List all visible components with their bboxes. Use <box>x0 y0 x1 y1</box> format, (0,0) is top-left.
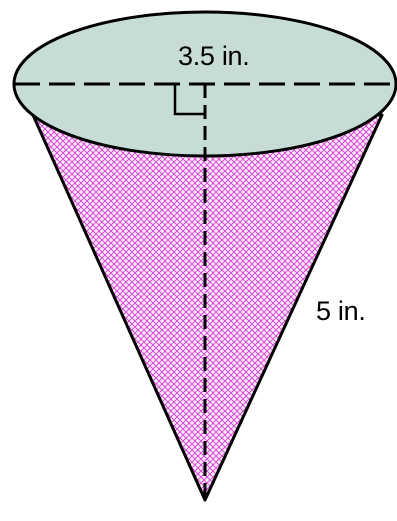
right-angle-marker <box>173 84 205 116</box>
radius-label: 3.5 in. <box>178 41 250 71</box>
slant-height-label: 5 in. <box>316 296 366 326</box>
